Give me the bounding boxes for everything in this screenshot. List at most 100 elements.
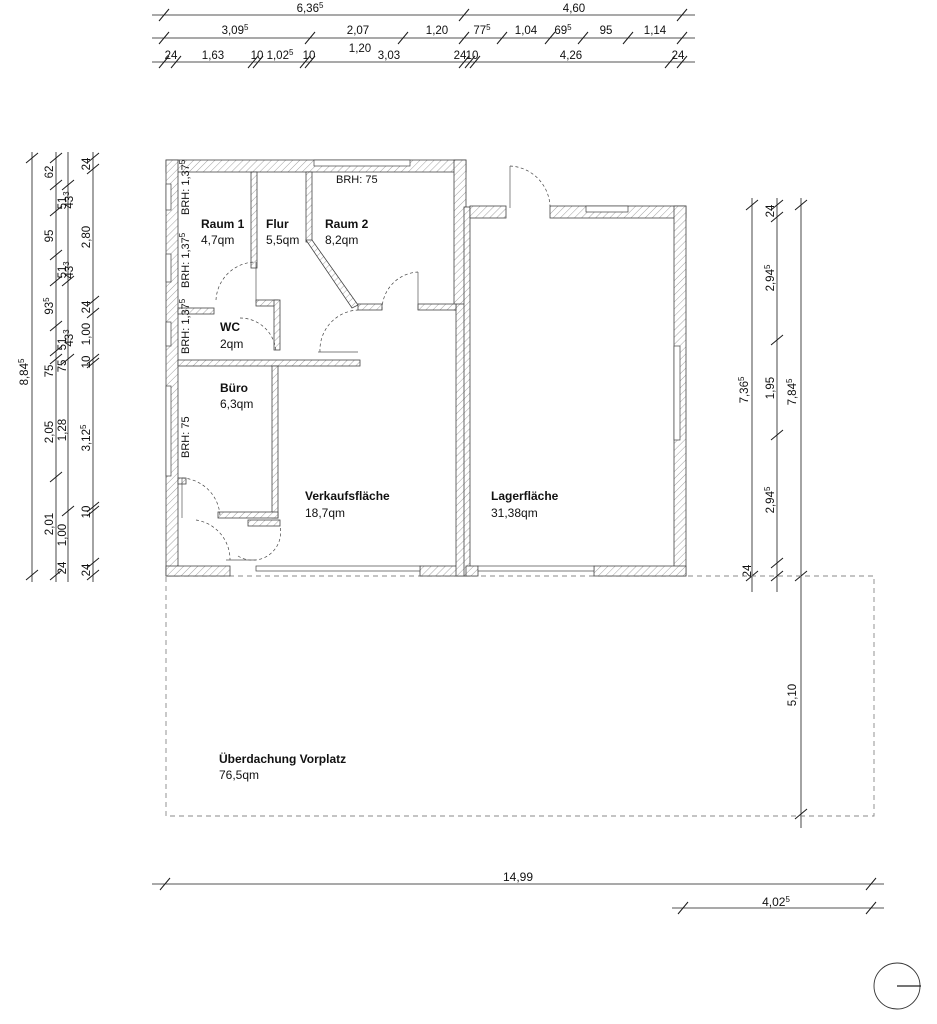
svg-text:76,5qm: 76,5qm (219, 768, 259, 782)
dim-left-43b: 43 (64, 266, 76, 279)
right-dimension-chains: 7,365 24 2,945 1,95 2,945 24 7,845 5,10 (737, 198, 808, 828)
dim-top-24b: 24 (454, 50, 467, 62)
bottom-dimension-chains: 14,99 4,025 (152, 870, 884, 915)
dim-bottom-14-99: 14,99 (503, 870, 533, 884)
svg-text:31,38qm: 31,38qm (491, 506, 538, 520)
dim-left-62: 62 (44, 166, 56, 179)
dim-left-24-mid: 24 (81, 300, 93, 313)
svg-text:8,2qm: 8,2qm (325, 233, 358, 247)
svg-text:8,845: 8,845 (17, 358, 31, 385)
svg-text:775: 775 (473, 23, 491, 37)
dim-left-10a: 10 (81, 356, 93, 369)
svg-text:935: 935 (42, 297, 56, 315)
dim-top-1-20a: 1,20 (426, 25, 448, 37)
dim-left-2-05: 2,05 (44, 421, 56, 443)
svg-text:433: 433 (62, 191, 76, 209)
svg-text:Überdachung Vorplatz: Überdachung Vorplatz (219, 751, 346, 766)
svg-text:1,025: 1,025 (267, 48, 294, 62)
svg-text:4,025: 4,025 (762, 895, 790, 909)
brh-raum2: BRH: 75 (336, 174, 378, 186)
room-label-raum-1: Raum 1 4,7qm (201, 217, 245, 247)
dim-left-1-00b: 1,00 (57, 524, 69, 546)
dim-right-2-94b: 2,94 (765, 490, 777, 513)
dim-top-10b: 10 (303, 50, 316, 62)
dim-left-8-84: 8,84 (19, 362, 31, 385)
svg-text:WC: WC (220, 320, 240, 334)
dim-left-75: 75 (44, 365, 56, 378)
svg-text:433: 433 (62, 329, 76, 347)
svg-text:5,5qm: 5,5qm (266, 233, 299, 247)
dim-left-1-00a: 1,00 (81, 323, 93, 345)
svg-text:Büro: Büro (220, 381, 248, 395)
canopy-outline (165, 575, 875, 817)
dim-right-1-95: 1,95 (765, 377, 777, 399)
dim-top-69: 69 (554, 25, 567, 37)
dim-left-51a: 51 (57, 197, 69, 210)
dim-top-1-04: 1,04 (515, 25, 538, 37)
dim-bottom-4-02: 4,02 (762, 895, 786, 909)
dim-right-2-94a: 2,94 (765, 268, 777, 291)
dim-top-2-07: 2,07 (347, 25, 369, 37)
room-label-buero: Büro 6,3qm (220, 381, 253, 411)
dim-top-1-63: 1,63 (202, 50, 224, 62)
top-dimension-ticks (158, 8, 688, 69)
svg-text:2qm: 2qm (220, 337, 243, 351)
dim-right-24-top: 24 (765, 204, 777, 217)
svg-text:2,945: 2,945 (763, 264, 777, 291)
svg-text:Raum 1: Raum 1 (201, 217, 245, 231)
svg-text:2,945: 2,945 (763, 486, 777, 513)
left-dimension-ticks (25, 152, 100, 581)
dim-top-24a: 24 (165, 50, 178, 62)
svg-text:Flur: Flur (266, 217, 289, 231)
dim-left-24-top: 24 (81, 157, 93, 170)
dim-right-7-84: 7,84 (787, 382, 799, 405)
room-label-flur: Flur 5,5qm (266, 217, 299, 247)
svg-text:695: 695 (554, 23, 572, 37)
svg-text:433: 433 (62, 261, 76, 279)
svg-text:6,3qm: 6,3qm (220, 397, 253, 411)
svg-text:Verkaufsfläche: Verkaufsfläche (305, 489, 390, 503)
dim-left-75b: 75 (57, 360, 69, 373)
room-label-lagerflaeche: Lagerfläche 31,38qm (491, 489, 559, 520)
dim-left-2-80: 2,80 (81, 226, 93, 248)
brh-raum1-top: BRH: 1,375 (178, 159, 192, 215)
room-label-raum-2: Raum 2 8,2qm (325, 217, 369, 247)
brh-buero: BRH: 75 (180, 416, 192, 458)
room-label-ueberdachung-vorplatz: Überdachung Vorplatz 76,5qm (219, 751, 346, 782)
dim-top-95: 95 (600, 25, 613, 37)
dim-top-10c: 10 (466, 50, 479, 62)
dim-left-51c: 51 (57, 338, 69, 351)
svg-text:4,7qm: 4,7qm (201, 233, 234, 247)
dim-left-93: 93 (44, 302, 56, 315)
dim-top-1-14: 1,14 (644, 25, 667, 37)
dim-top-4-60: 4,60 (563, 3, 585, 15)
svg-text:3,125: 3,125 (79, 424, 93, 451)
brh-wc: BRH: 1,375 (178, 298, 192, 354)
dim-top-10a: 10 (251, 50, 264, 62)
room-label-wc: WC 2qm (220, 320, 243, 351)
orientation-symbol-icon (873, 962, 921, 1010)
svg-text:3,095: 3,095 (222, 23, 249, 37)
dim-left-24c: 24 (57, 561, 69, 574)
windows (165, 159, 681, 572)
dim-right-24-bottom: 24 (742, 564, 754, 577)
dim-top-77: 77 (473, 25, 486, 37)
room-label-verkaufsflaeche: Verkaufsfläche 18,7qm (305, 489, 390, 520)
dim-top-1-20b: 1,20 (349, 43, 371, 55)
svg-text:7,365: 7,365 (737, 376, 751, 403)
dim-top-3-09: 3,09 (222, 25, 244, 37)
dim-left-43c: 43 (64, 334, 76, 347)
dim-left-1-28: 1,28 (57, 419, 69, 441)
svg-text:7,845: 7,845 (785, 378, 799, 405)
svg-text:18,7qm: 18,7qm (305, 506, 345, 520)
dim-top-3-03: 3,03 (378, 50, 400, 62)
doors (181, 165, 551, 561)
dim-left-95: 95 (44, 230, 56, 243)
brh-raum1-bottom: BRH: 1,375 (178, 232, 192, 288)
svg-text:6,365: 6,365 (297, 1, 324, 15)
dim-left-51b: 51 (57, 266, 69, 279)
dim-left-2-01: 2,01 (44, 513, 56, 535)
dim-right-5-10: 5,10 (787, 684, 799, 706)
dim-left-3-12: 3,12 (81, 429, 93, 451)
